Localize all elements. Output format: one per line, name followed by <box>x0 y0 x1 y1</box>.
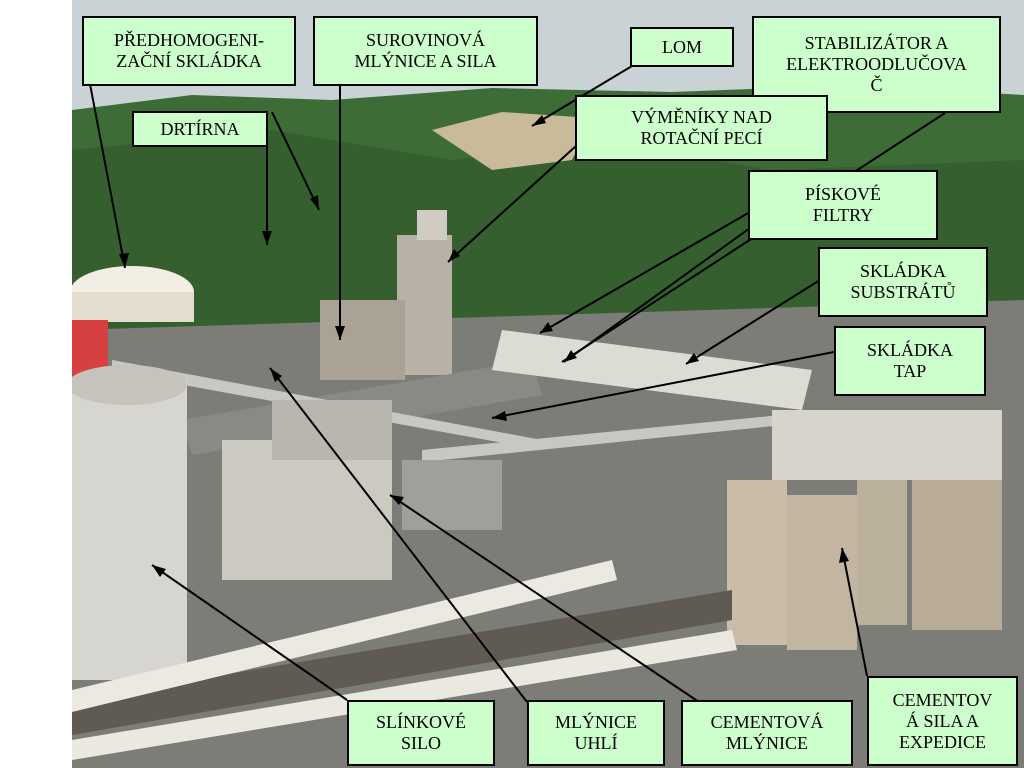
pointer-mlynice-uhli <box>269 367 528 703</box>
pointer-tap <box>491 351 835 419</box>
label-predhomogenizacni-skladka: PŘEDHOMOGENI- ZAČNÍ SKLÁDKA <box>82 16 296 86</box>
label-vymeniky: VÝMĚNÍKY NAD ROTAČNÍ PECÍ <box>575 95 828 161</box>
label-surovinova-mlynice: SUROVINOVÁ MLÝNICE A SILA <box>313 16 538 86</box>
quarry <box>432 112 592 170</box>
cement-silo <box>727 480 787 645</box>
label-skladka-tap: SKLÁDKA TAP <box>834 326 986 396</box>
label-cementova-mlynice: CEMENTOVÁ MLÝNICE <box>681 700 853 766</box>
pointer-predhomogenizacni <box>89 83 126 269</box>
label-drtirna: DRTÍRNA <box>132 111 268 147</box>
label-piskove-filtry: PÍSKOVÉ FILTRY <box>748 170 938 240</box>
pointer-substratu <box>685 279 821 365</box>
pointer-piskove-1 <box>539 211 751 334</box>
pointer-cementova-sila <box>841 547 868 677</box>
preheater-tower <box>397 235 452 375</box>
label-slinkove-silo: SLÍNKOVÉ SILO <box>347 700 495 766</box>
label-skladka-substratu: SKLÁDKA SUBSTRÁTŮ <box>818 247 988 317</box>
label-cementova-sila: CEMENTOV Á SILA A EXPEDICE <box>867 676 1018 766</box>
pointer-vymeniky <box>447 135 588 263</box>
pointer-drtirna-2 <box>271 111 320 211</box>
label-mlynice-uhli: MLÝNICE UHLÍ <box>527 700 665 766</box>
clinker-silo <box>72 380 187 680</box>
pointer-piskove-2 <box>563 227 751 363</box>
pointer-cementova <box>389 494 700 703</box>
label-lom: LOM <box>630 27 734 67</box>
pointer-slinkove <box>151 564 348 701</box>
